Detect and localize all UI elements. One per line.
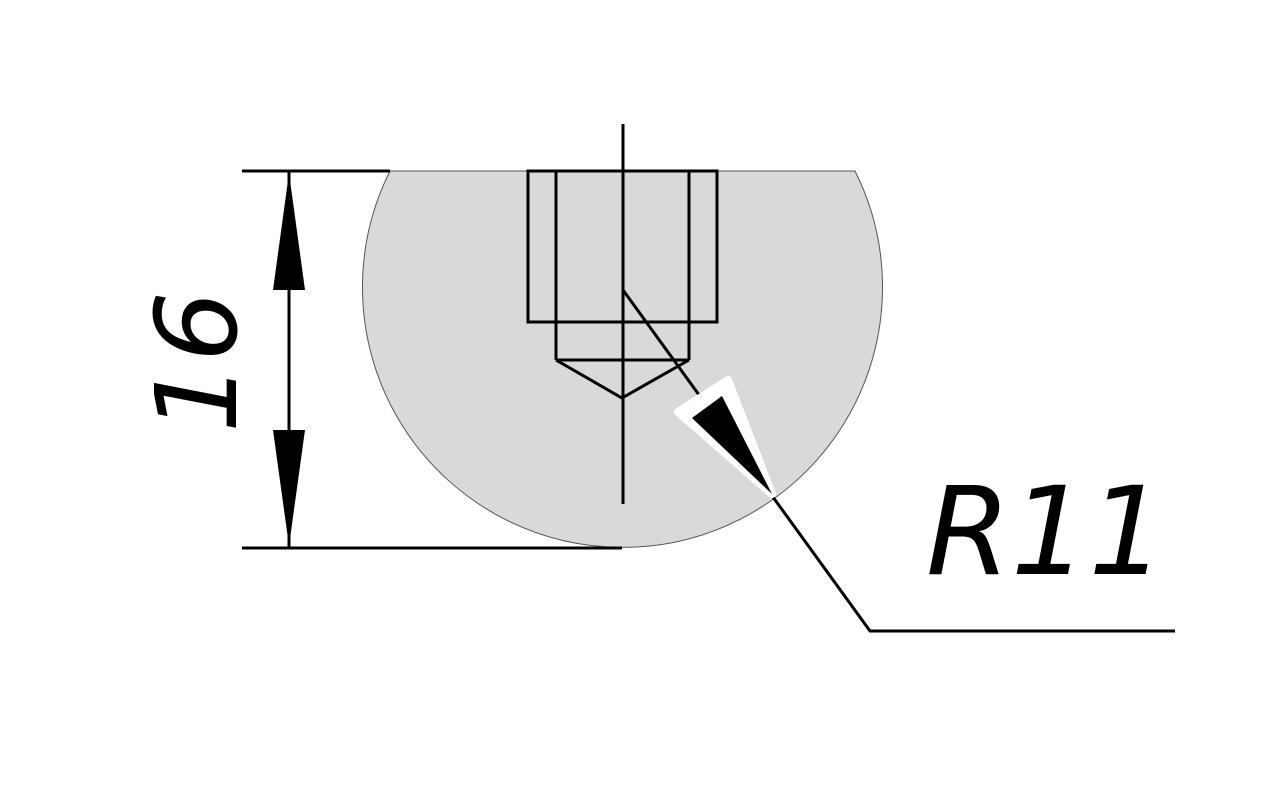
height-dimension-label: 16 (133, 291, 263, 434)
radius-dimension-label: R11 (926, 461, 1166, 603)
height-arrow-bottom (273, 430, 305, 546)
radius-arrow (692, 396, 772, 494)
height-arrow-top (273, 173, 305, 290)
